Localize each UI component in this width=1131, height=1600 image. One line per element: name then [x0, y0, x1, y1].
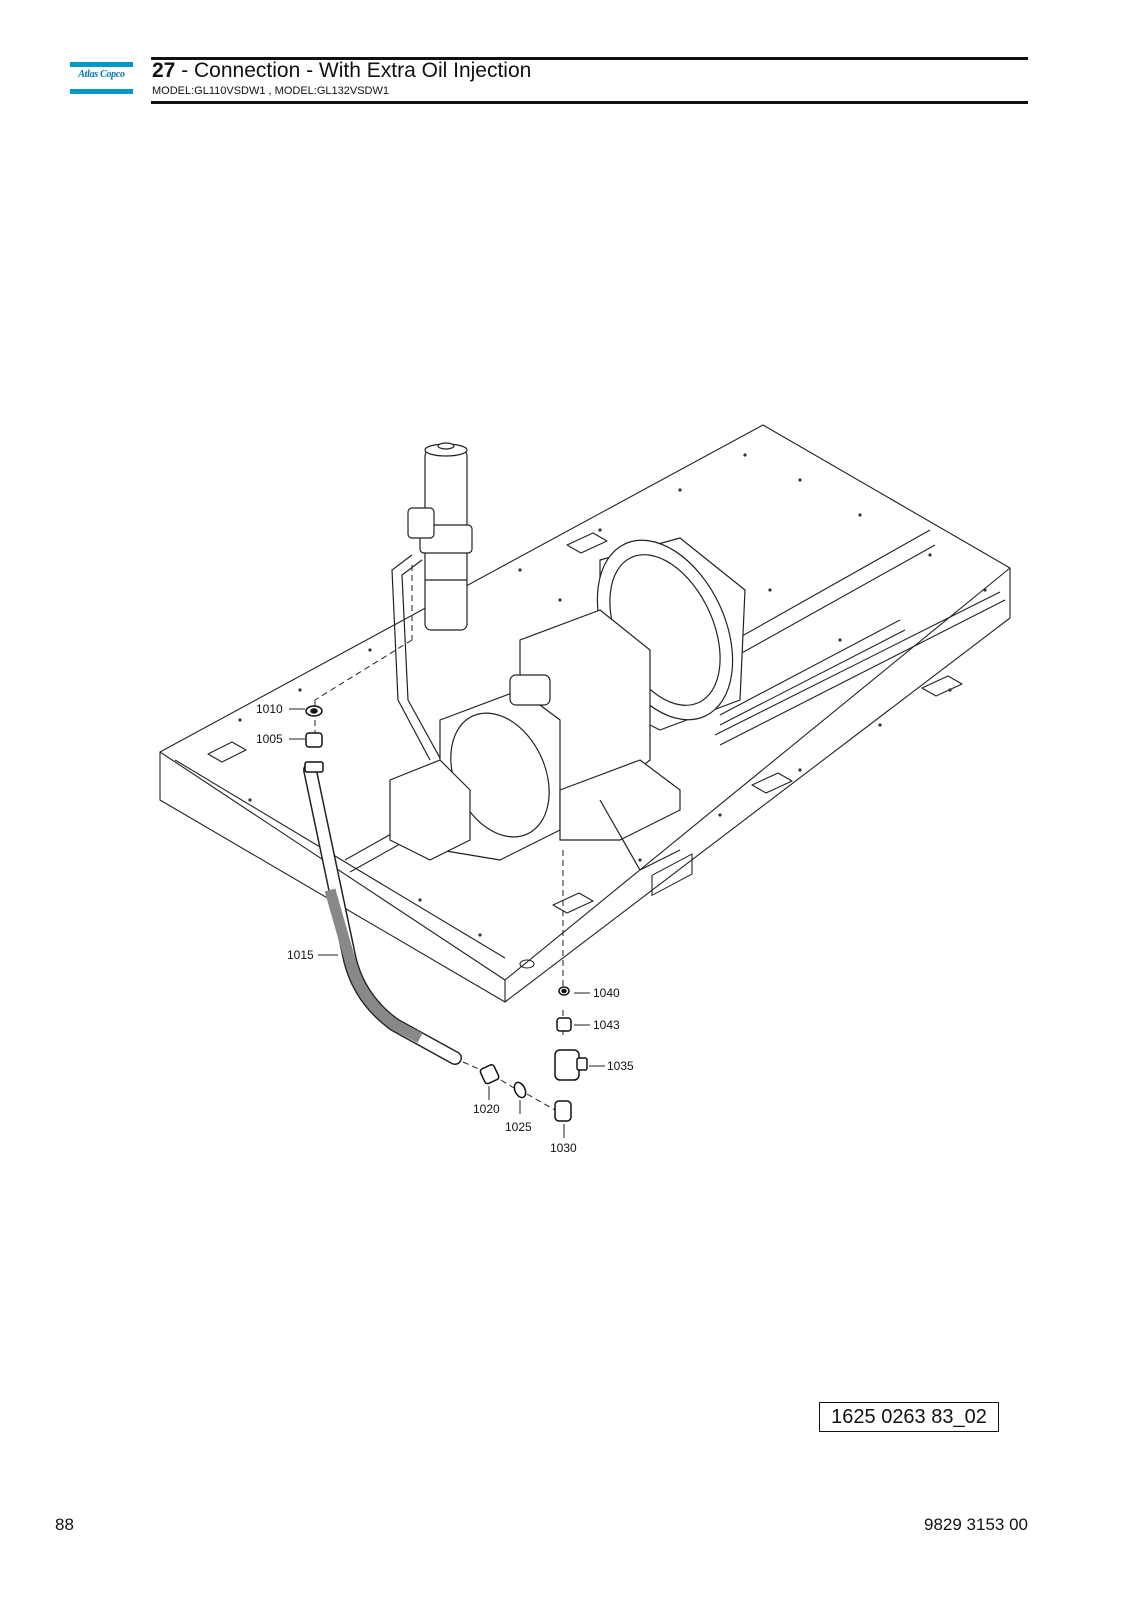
- callout-1015: 1015: [287, 948, 314, 962]
- compressor-element: [389, 537, 746, 871]
- oil-separator-vessel: [407, 442, 473, 631]
- section-number: 27: [152, 59, 176, 82]
- callout-labels: 1010 1005 1015 1020 1025 1030 1035 1040 …: [256, 702, 634, 1155]
- callout-1005: 1005: [256, 732, 283, 746]
- document-number: 9829 3153 00: [924, 1515, 1028, 1534]
- page-title: 27 - Connection - With Extra Oil Injecti…: [152, 58, 531, 84]
- callout-1040: 1040: [593, 986, 620, 1000]
- section-title: - Connection - With Extra Oil Injection: [175, 59, 532, 82]
- callout-1010: 1010: [256, 702, 283, 716]
- atlas-copco-logo: Atlas Copco: [70, 62, 133, 94]
- drawing-reference-number: 1625 0263 83_02: [819, 1402, 999, 1432]
- callout-leaders: [289, 708, 605, 1138]
- callout-1043: 1043: [593, 1018, 620, 1032]
- callout-1035: 1035: [607, 1059, 634, 1073]
- model-line: MODEL:GL110VSDW1 , MODEL:GL132VSDW1: [152, 85, 389, 97]
- fittings: [304, 705, 588, 1122]
- header-bottom-rule: [151, 101, 1028, 104]
- callout-1025: 1025: [505, 1120, 532, 1134]
- flexible-hose: [303, 763, 462, 1065]
- page-number: 88: [55, 1515, 74, 1534]
- callout-1020: 1020: [473, 1102, 500, 1116]
- callout-1030: 1030: [550, 1141, 577, 1155]
- logo-top-bar: [70, 62, 133, 67]
- logo-bottom-bar: [70, 89, 133, 94]
- header-top-rule: [151, 57, 1028, 60]
- logo-wordmark: Atlas Copco: [78, 69, 125, 80]
